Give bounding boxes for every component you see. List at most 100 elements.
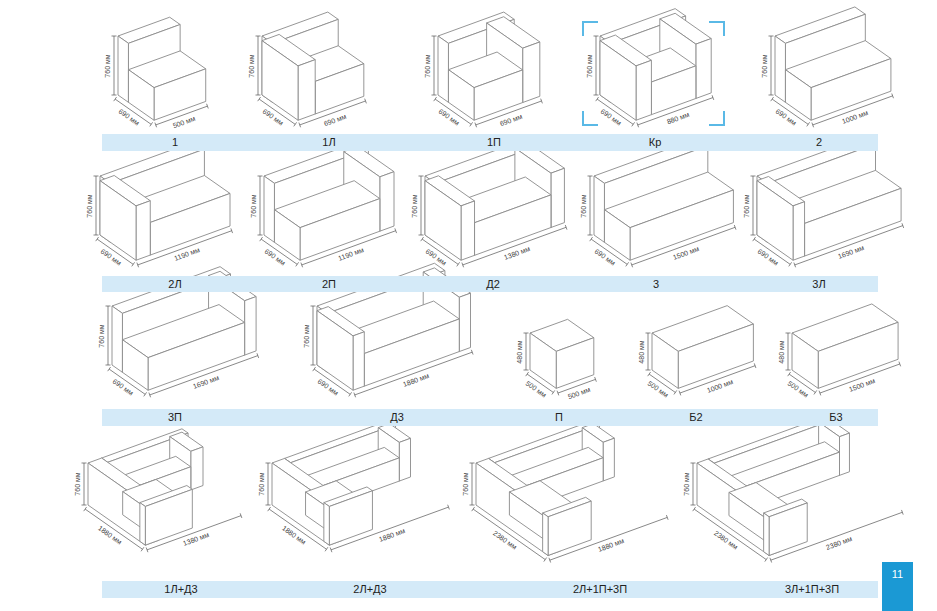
dimension-tick [470,505,475,506]
dimension-label: 760 мм [411,193,418,218]
dimension-line [269,509,326,549]
dimension-line [147,516,241,550]
dimension-tick [892,94,894,99]
dimension-line [771,36,772,95]
module-name: 2 [816,134,822,151]
sofa-outline [245,297,257,356]
dimension-tick [266,505,271,506]
dimension-tick [296,262,299,266]
dimension-tick [137,263,139,268]
dimension-tick [258,235,263,236]
module-drawing [691,415,904,562]
dimension-tick [544,558,547,562]
dimension-line [473,509,545,559]
dimension-tick [149,393,151,398]
sofa-outline [399,438,410,481]
sofa-outline [696,39,711,99]
bracket-corner [709,22,724,36]
dimension-label: 690 мм [593,247,618,267]
dimension-tick [595,377,597,382]
dimension-label: 760 мм [424,53,431,78]
dimension-tick [231,228,233,233]
dimension-label: 760 мм [248,53,255,78]
dimension-tick [807,122,810,126]
dimension-tick [462,263,464,268]
dimension-tick [524,333,529,334]
dimension-label: 690 мм [316,377,341,397]
dimension-tick [771,97,774,101]
sofa-outline [651,66,695,115]
dimension-label: 1380 мм [182,531,212,548]
dimension-tick [313,367,316,371]
sofa-outline [122,340,148,391]
dimension-tick [457,262,460,266]
module-name: 3 [653,276,659,292]
dimension-tick [258,97,261,101]
dimension-label: 1000 мм [705,378,735,395]
dimension-line [771,512,903,560]
dimension-line [138,231,232,265]
sofa-outline [459,293,470,351]
dimension-label: 500 мм [786,379,811,399]
sofa-outline [792,333,818,388]
dimension-tick [256,36,261,37]
dimension-tick [475,123,477,128]
sofa-outline [556,338,594,389]
module-name: 2Л+Д3 [353,581,386,598]
sofa-outline [652,333,678,388]
module-drawing [94,142,233,267]
dimension-label: 760 мм [104,53,111,78]
dimension-tick [565,225,567,230]
dimension-line [472,463,473,505]
module-name: 3Л+1П+3П [785,581,839,598]
sofa-outline [315,64,364,114]
module-drawing [256,12,367,127]
dimension-tick [588,235,593,236]
dimension-line [648,333,649,370]
sofa-outline [603,438,614,481]
module-drawing [646,306,756,396]
dimension-tick [899,362,901,367]
dimension-label: 690 мм [111,377,136,397]
dimension-tick [311,365,316,366]
bracket-corner [583,111,598,125]
dimension-label: 1190 мм [336,246,365,262]
dimension-label: 760 мм [303,323,310,348]
dimension-label: 1880 мм [377,527,407,544]
dimension-tick [590,237,593,241]
dimension-tick [112,95,117,96]
dimension-line [753,176,754,235]
dimension-label: 690 мм [437,107,462,127]
sofa-outline [448,70,474,121]
dimension-line [260,176,261,235]
dimension-label: 760 мм [586,53,593,78]
dimension-label: 500 мм [524,379,549,399]
sofa-outline [136,201,150,261]
sofa-outline [274,210,300,261]
module-drawing [419,138,567,267]
dimension-tick [788,372,791,376]
dimension-tick [632,122,635,126]
module-name: Д2 [486,276,500,292]
dimension-line [434,36,435,95]
dimension-label: 480 мм [638,339,645,364]
dimension-tick [786,370,791,371]
module-name: 2П [322,276,336,292]
dimension-label: 690 мм [99,247,124,267]
dimension-tick [646,333,651,334]
dimension-tick [753,237,756,241]
module-name: 1 [172,134,178,151]
dimension-tick [901,510,903,515]
dimension-tick [82,505,87,506]
module-drawing [82,429,242,552]
sofa-outline [764,513,769,556]
caption-band: 11Л1ПКр2 [102,134,878,151]
dimension-label: 690 мм [774,107,799,127]
dimension-line [258,36,259,95]
dimension-label: 760 мм [761,53,768,78]
dimension-tick [557,391,559,396]
dimension-tick [84,507,87,511]
module-drawing [258,142,397,267]
